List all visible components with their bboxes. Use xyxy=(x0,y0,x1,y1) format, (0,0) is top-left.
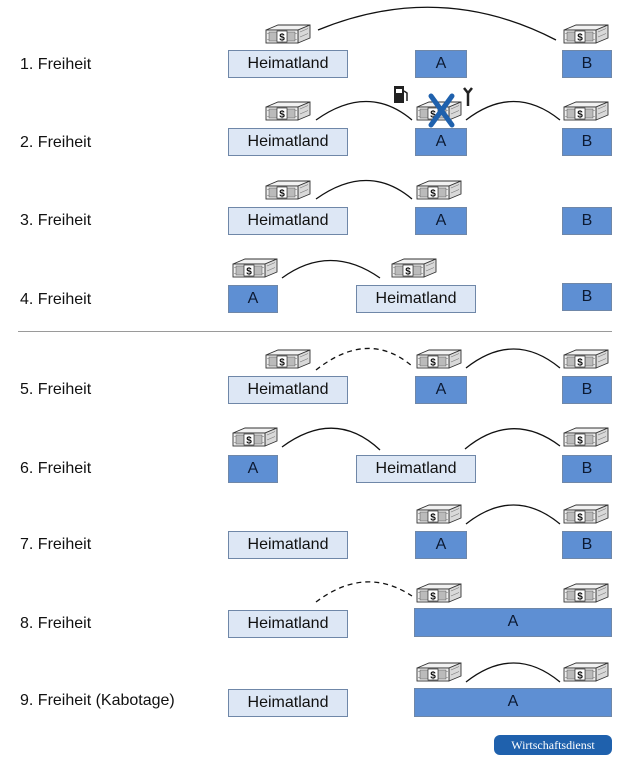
money-bundle-icon xyxy=(563,101,609,121)
country-a-wide-box: A xyxy=(414,688,612,717)
flight-arc xyxy=(317,6,557,41)
row-label-4: 4. Freiheit xyxy=(20,291,92,308)
money-bundle-icon xyxy=(563,24,609,44)
money-bundle-icon xyxy=(265,349,311,369)
flight-arc xyxy=(281,427,381,451)
money-bundle-icon xyxy=(563,504,609,524)
heimatland-box: Heimatland xyxy=(356,455,476,483)
country-b-box: B xyxy=(562,50,612,78)
country-b-box: B xyxy=(562,128,612,156)
flight-arc xyxy=(315,101,413,121)
flight-arc xyxy=(465,662,561,683)
row-label-1: 1. Freiheit xyxy=(20,56,92,73)
flight-arc xyxy=(281,259,381,279)
money-bundle-icon xyxy=(416,349,462,369)
flight-arc xyxy=(464,428,561,450)
publisher-logo: Wirtschaftsdienst xyxy=(494,735,612,755)
flight-arc xyxy=(465,101,561,121)
money-bundle-icon xyxy=(416,180,462,200)
heimatland-box: Heimatland xyxy=(228,376,348,404)
money-bundle-icon xyxy=(563,583,609,603)
country-a-box: A xyxy=(415,207,467,235)
heimatland-box: Heimatland xyxy=(356,285,476,313)
money-bundle-icon xyxy=(232,427,278,447)
row-label-8: 8. Freiheit xyxy=(20,615,92,632)
flight-arc xyxy=(465,504,561,525)
country-b-box: B xyxy=(562,376,612,404)
row-label-7: 7. Freiheit xyxy=(20,536,92,553)
section-divider xyxy=(18,331,612,332)
heimatland-box: Heimatland xyxy=(228,689,348,717)
flight-arc-dashed xyxy=(315,581,413,603)
flight-arc xyxy=(465,348,561,369)
row-label-5: 5. Freiheit xyxy=(20,381,92,398)
row-label-6: 6. Freiheit xyxy=(20,460,92,477)
wrench-icon xyxy=(463,87,473,106)
country-a-box: A xyxy=(228,285,278,313)
money-bundle-icon xyxy=(265,101,311,121)
money-bundle-icon xyxy=(563,662,609,682)
country-a-box: A xyxy=(415,531,467,559)
row-label-9: 9. Freiheit (Kabotage) xyxy=(20,692,175,709)
money-bundle-icon xyxy=(563,427,609,447)
row-label-2: 2. Freiheit xyxy=(20,134,92,151)
country-b-box: B xyxy=(562,531,612,559)
money-bundle-icon xyxy=(563,349,609,369)
money-bundle-icon xyxy=(265,180,311,200)
flight-arc-dashed xyxy=(315,347,413,371)
country-b-box: B xyxy=(562,207,612,235)
country-a-wide-box: A xyxy=(414,608,612,637)
money-bundle-icon xyxy=(416,583,462,603)
country-a-box: A xyxy=(228,455,278,483)
flight-arc xyxy=(315,180,413,200)
country-a-box: A xyxy=(415,128,467,156)
heimatland-box: Heimatland xyxy=(228,207,348,235)
fuel-pump-icon xyxy=(394,86,408,103)
country-b-box: B xyxy=(562,455,612,483)
money-bundle-icon xyxy=(391,258,437,278)
money-bundle-icon xyxy=(416,504,462,524)
money-bundle-icon xyxy=(416,662,462,682)
heimatland-box: Heimatland xyxy=(228,610,348,638)
heimatland-box: Heimatland xyxy=(228,128,348,156)
country-b-box: B xyxy=(562,283,612,311)
heimatland-box: Heimatland xyxy=(228,50,348,78)
cross-mark-icon xyxy=(428,93,455,128)
money-bundle-icon xyxy=(265,24,311,44)
money-bundle-icon xyxy=(232,258,278,278)
country-a-box: A xyxy=(415,50,467,78)
country-a-box: A xyxy=(415,376,467,404)
heimatland-box: Heimatland xyxy=(228,531,348,559)
row-label-3: 3. Freiheit xyxy=(20,212,92,229)
